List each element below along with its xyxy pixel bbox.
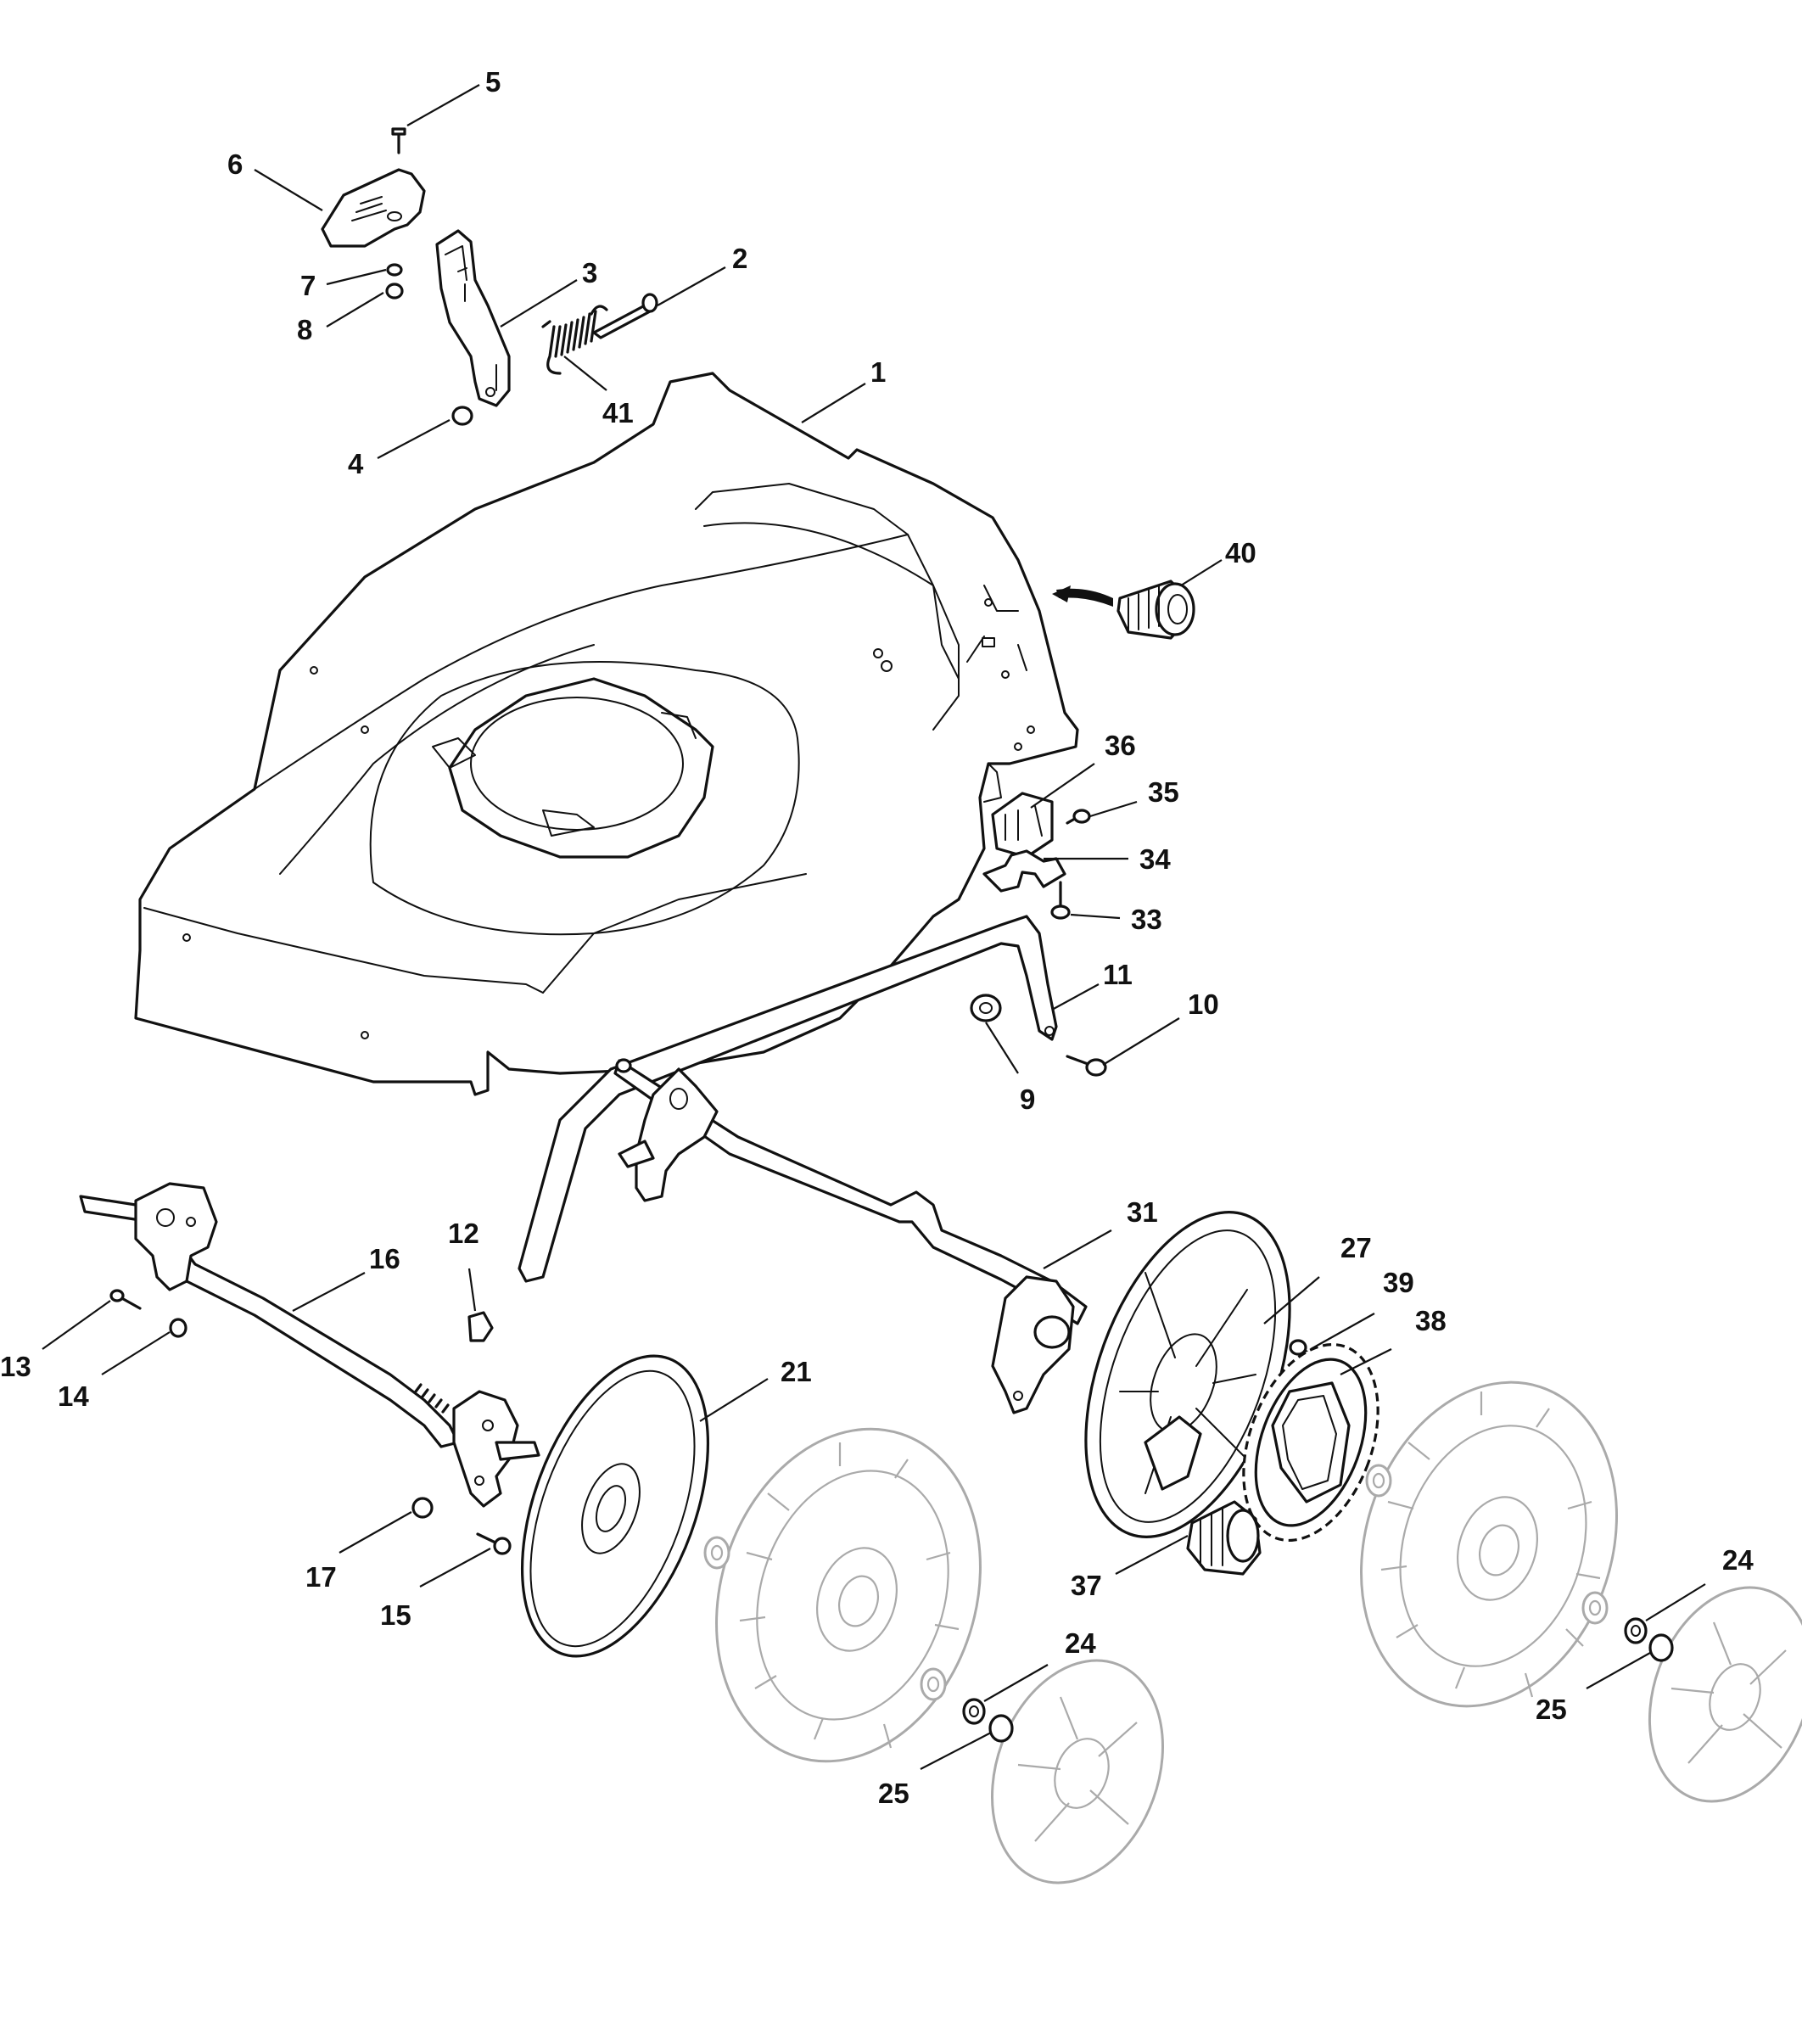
callout-3: 3 <box>582 257 597 288</box>
callout-16: 16 <box>369 1243 400 1274</box>
screw-35 <box>1066 809 1091 825</box>
callout-14: 14 <box>58 1380 89 1412</box>
pinion-37 <box>1186 1500 1262 1576</box>
callout-27: 27 <box>1340 1232 1372 1263</box>
nut-25-left <box>988 1714 1014 1743</box>
gear-38 <box>1242 1342 1379 1543</box>
callout-12: 12 <box>448 1218 479 1249</box>
clip-12 <box>467 1311 494 1342</box>
callout-31: 31 <box>1127 1196 1158 1228</box>
callout-40: 40 <box>1225 537 1256 568</box>
front-bracket-left <box>134 1182 218 1291</box>
callout-6: 6 <box>227 148 243 180</box>
front-bracket-right <box>452 1390 540 1508</box>
callout-10: 10 <box>1188 988 1219 1020</box>
left-rear-wheel-ghost <box>715 1427 982 1763</box>
callout-9: 9 <box>1020 1084 1035 1115</box>
pin-2 <box>592 293 658 339</box>
nut-17 <box>411 1497 434 1519</box>
callout-34: 34 <box>1139 843 1171 875</box>
wheel-cover-21 <box>520 1354 710 1658</box>
callout-5: 5 <box>485 66 501 98</box>
bracket-36 <box>991 792 1054 859</box>
mower-deck <box>134 372 1079 1096</box>
nut-25-right <box>1648 1633 1674 1662</box>
bearing-right-inner <box>1365 1464 1392 1498</box>
axle-bracket-rear <box>991 1275 1075 1414</box>
screw-15 <box>476 1532 512 1555</box>
screw-13 <box>109 1289 142 1310</box>
bolt-10 <box>1066 1055 1107 1077</box>
callout-25-left: 25 <box>878 1778 909 1809</box>
callout-17: 17 <box>305 1561 337 1593</box>
insert-arrow <box>1052 585 1113 607</box>
callout-24-left: 24 <box>1065 1627 1096 1659</box>
axle-bracket-front <box>618 1067 719 1202</box>
callout-labels: 5 6 7 8 3 2 41 4 1 40 36 35 34 33 11 10 … <box>0 66 1754 1809</box>
callout-15: 15 <box>380 1599 411 1631</box>
callout-21: 21 <box>781 1356 812 1387</box>
callout-37: 37 <box>1071 1570 1102 1601</box>
nut-4 <box>451 406 473 426</box>
callout-39: 39 <box>1383 1267 1414 1298</box>
height-adjust-knob <box>321 168 426 248</box>
callout-11: 11 <box>1103 959 1133 990</box>
height-lever <box>435 229 511 407</box>
callout-35: 35 <box>1148 776 1179 808</box>
bearing-left-outer <box>920 1667 947 1701</box>
leader-lines <box>42 84 1706 1770</box>
bearing-left-inner <box>703 1536 730 1570</box>
wheel-cover-27 <box>1084 1211 1291 1538</box>
callout-38: 38 <box>1415 1305 1447 1336</box>
nut-14 <box>169 1318 187 1338</box>
rear-axle-31 <box>613 1058 1088 1325</box>
callout-33: 33 <box>1131 904 1162 935</box>
right-rear-wheel-ghost <box>1360 1380 1618 1708</box>
washer-7 <box>386 263 403 277</box>
bearing-right-outer <box>1581 1591 1609 1625</box>
pinion-40 <box>1116 580 1195 640</box>
washer-9 <box>970 994 1002 1022</box>
callout-13: 13 <box>0 1351 31 1382</box>
spring-41 <box>541 305 608 375</box>
callout-4: 4 <box>348 448 364 479</box>
callout-41: 41 <box>602 397 634 428</box>
callout-36: 36 <box>1105 730 1136 761</box>
callout-1: 1 <box>870 356 886 388</box>
callout-2: 2 <box>732 243 747 274</box>
clamp-34 <box>982 849 1066 893</box>
nut-8 <box>385 283 404 300</box>
right-hubcap-ghost <box>1648 1586 1802 1803</box>
callout-7: 7 <box>300 270 316 301</box>
washer-24-right <box>1624 1617 1648 1644</box>
screw-33 <box>1050 881 1071 920</box>
left-hubcap-ghost <box>990 1659 1165 1884</box>
washer-24-left <box>962 1698 986 1725</box>
screw-5 <box>391 127 406 154</box>
callout-8: 8 <box>297 314 312 345</box>
callout-25-right: 25 <box>1536 1694 1567 1725</box>
callout-24-right: 24 <box>1722 1544 1754 1576</box>
lever-arm-11 <box>518 915 1058 1283</box>
